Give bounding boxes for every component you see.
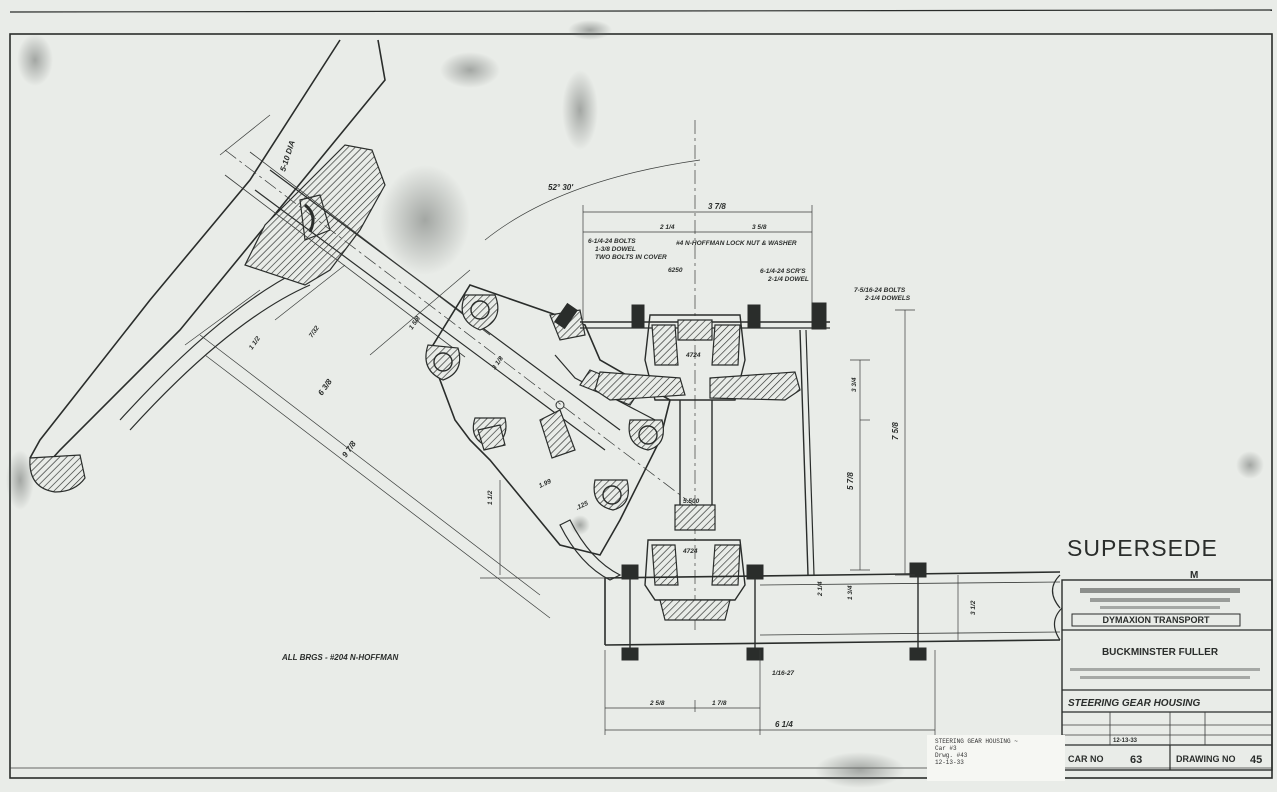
stamp-partial: M — [1190, 570, 1198, 581]
archive-note-line-3: Drwg. #43 — [935, 752, 968, 759]
dim-small-label: 1/16-27 — [772, 670, 794, 677]
drawing-no-label: DRAWING NO — [1176, 754, 1236, 764]
archive-note-line-1: STEERING GEAR HOUSING ~ — [935, 738, 1018, 745]
dim-6250-label: 6250 — [668, 267, 683, 274]
drawing-title: STEERING GEAR HOUSING — [1068, 698, 1200, 709]
drawing-no-value: 45 — [1250, 754, 1262, 766]
car-no-value: 63 — [1130, 754, 1142, 766]
paper-smudges — [6, 20, 1264, 788]
steering-wheel — [29, 39, 386, 493]
designer-name: BUCKMINSTER FULLER — [1102, 647, 1219, 658]
bolt-note-2: 2-1/4 DOWELS — [864, 295, 911, 302]
sheet-border — [9, 33, 1273, 779]
dim-v-2-label: 3 1/2 — [970, 600, 977, 615]
cross-tube — [604, 562, 1063, 661]
dim-bottom-label: 6 1/4 — [775, 720, 793, 729]
archive-note-line-2: Car #3 — [935, 745, 957, 752]
drawing-labels: 5-10 DIA 52° 30' 3 7/8 2 1/4 3 5/8 6-1/4… — [248, 139, 977, 729]
superseded-stamp: SUPERSEDE — [1067, 535, 1218, 561]
dim-top-label: 3 7/8 — [708, 202, 726, 211]
angled-housing — [425, 284, 671, 581]
company-name: DYMAXION TRANSPORT — [1102, 615, 1210, 625]
title-block-frame — [1061, 579, 1273, 771]
scr-note-2: 2-1/4 DOWEL — [767, 276, 809, 283]
title-block: SUPERSEDE M DYMAXION TRANSPORT BUCKMINST… — [1061, 535, 1273, 771]
archive-note-stamp: STEERING GEAR HOUSING ~ Car #3 Drwg. #43… — [927, 735, 1065, 781]
archive-note-line-4: 12-13-33 — [935, 759, 964, 766]
dim-bore-label: 4724 — [685, 352, 701, 359]
dim-side-3-label: 3 3/4 — [851, 377, 858, 392]
dim-top-left-label: 2 1/4 — [659, 224, 675, 231]
dim-v-3-label: 1 3/4 — [847, 585, 854, 600]
car-no-label: CAR NO — [1068, 754, 1104, 764]
dim-side-2-label: 5 7/8 — [846, 472, 855, 490]
dim-shaft-2-label: 4724 — [682, 548, 698, 555]
bolts-cover-note: 6-1/4-24 BOLTS — [588, 238, 636, 245]
dim-bottom-right-label: 1 7/8 — [712, 700, 727, 707]
bolts-cover-note-2: 1-3/8 DOWEL — [595, 246, 636, 253]
dim-top-right-label: 3 5/8 — [752, 224, 767, 231]
bolts-cover-note-3: TWO BOLTS IN COVER — [595, 254, 667, 261]
company-box — [1071, 613, 1241, 627]
angle-label: 52° 30' — [548, 183, 574, 192]
lock-nut-note: #4 N-HOFFMAN LOCK NUT & WASHER — [676, 240, 797, 247]
steering-column — [224, 149, 701, 511]
dim-bottom-left-label: 2 5/8 — [649, 700, 665, 707]
drawing-date: 12-13-33 — [1113, 738, 1138, 744]
bolt-note-1: 7-5/16-24 BOLTS — [854, 287, 906, 294]
dim-v-1-label: 2 1/4 — [817, 581, 824, 597]
dim-left-v-label: 1 1/2 — [487, 490, 494, 505]
dimension-lines — [184, 114, 959, 735]
dim-side-label: 7 5/8 — [891, 422, 900, 440]
dim-shaft-label: 5.500 — [683, 498, 700, 505]
dim-inner-2-label: .125 — [575, 500, 590, 512]
top-edge-line — [9, 9, 1273, 13]
vertical-housing — [554, 120, 830, 630]
scr-note-1: 6-1/4-24 SCR'S — [760, 268, 806, 275]
dim-inner-label: 1.99 — [538, 478, 553, 490]
bearings-note: ALL BRGS - #204 N-HOFFMAN — [281, 653, 399, 662]
